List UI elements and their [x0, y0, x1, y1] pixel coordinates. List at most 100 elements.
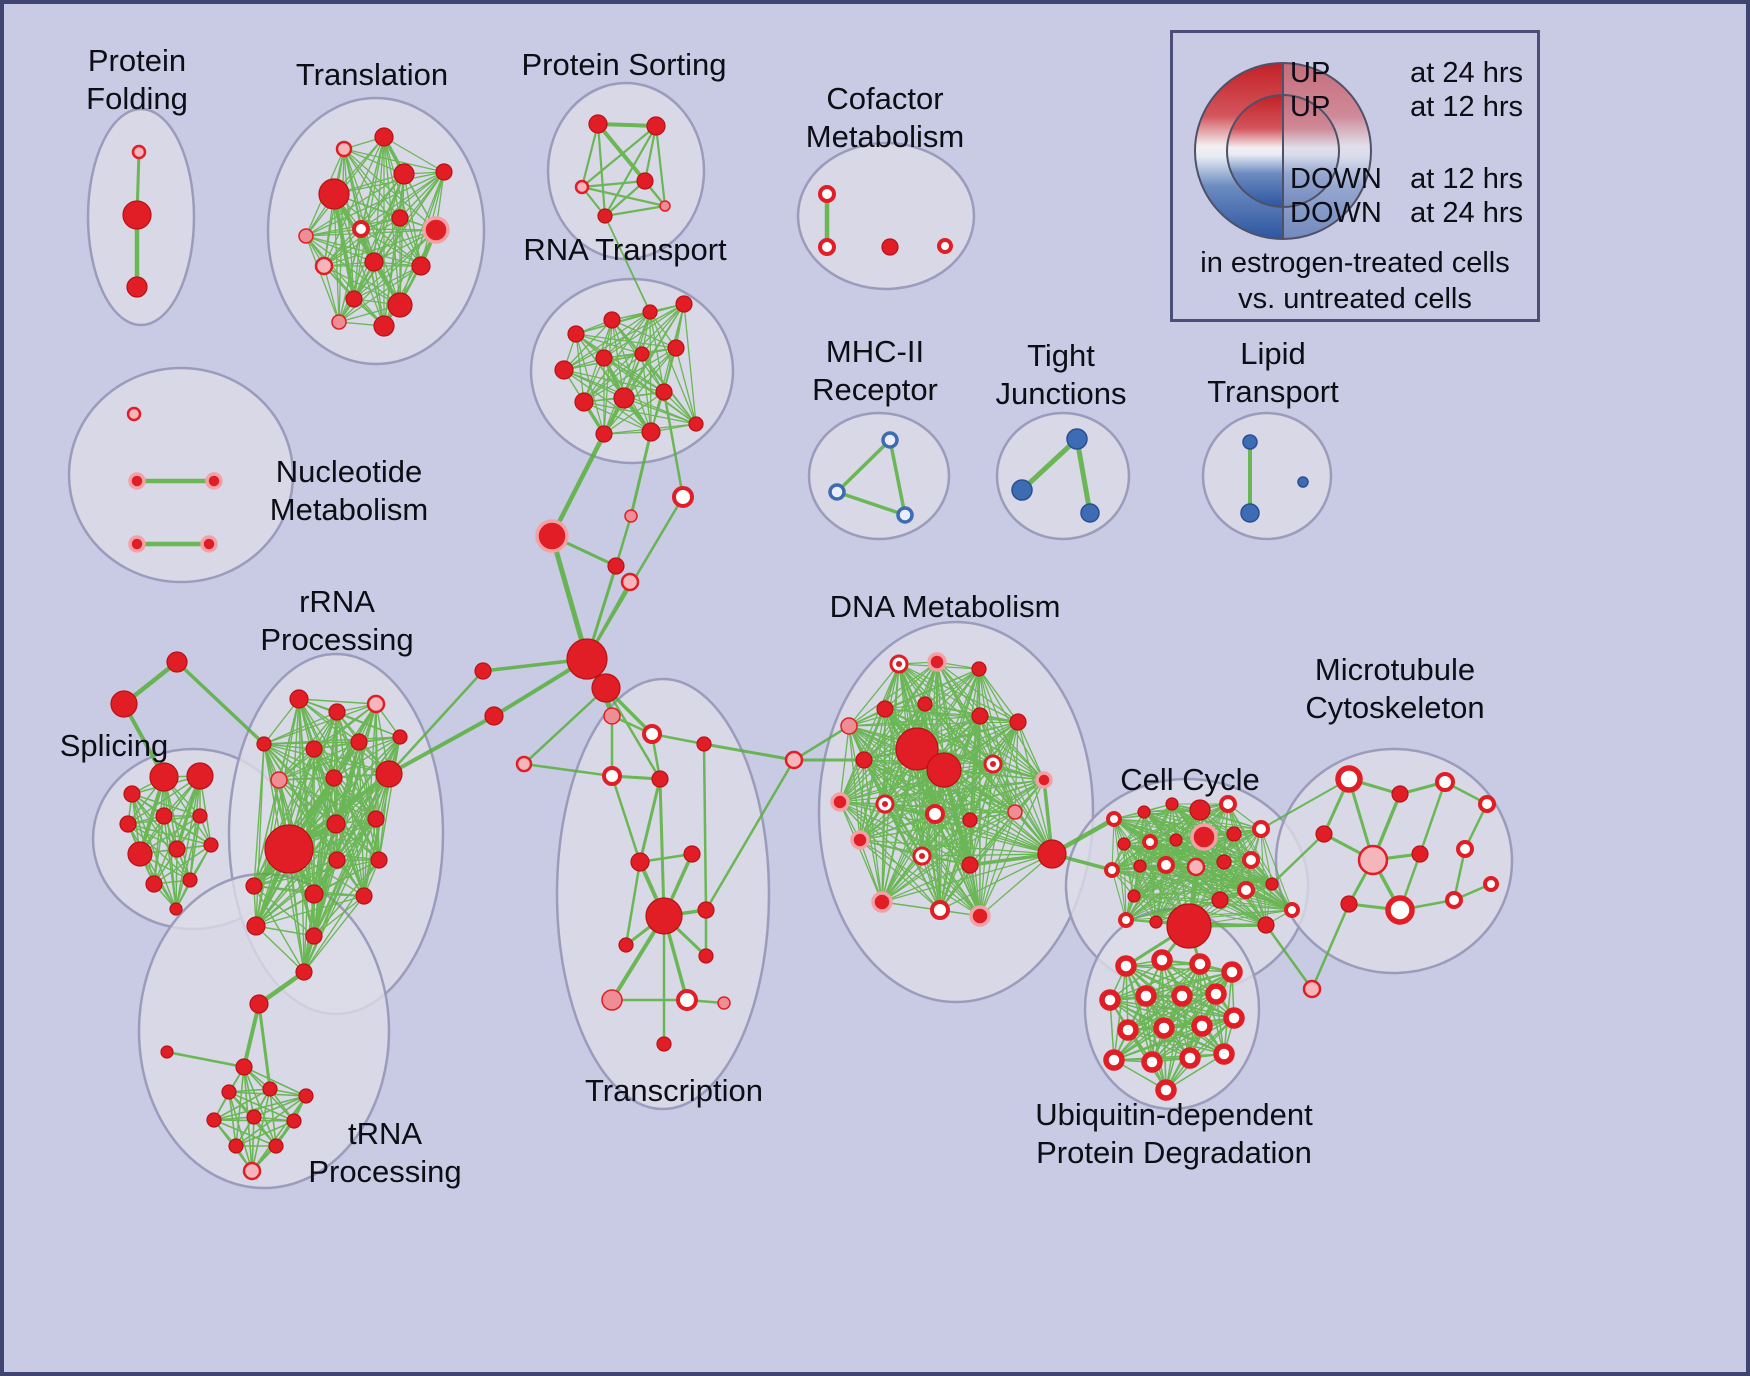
edge	[255, 895, 365, 927]
node-dm24	[969, 905, 991, 927]
node-cc14	[1157, 856, 1175, 874]
edge	[383, 136, 422, 267]
edge	[629, 430, 653, 518]
edge	[583, 401, 697, 425]
node-hb2	[591, 673, 621, 703]
edge	[263, 743, 337, 825]
node-core-dm20	[918, 852, 926, 860]
edge	[702, 742, 796, 762]
edge	[884, 708, 1019, 723]
edge	[305, 235, 422, 267]
edge	[1111, 836, 1205, 871]
node-rr7	[392, 729, 408, 745]
node-mh1	[881, 431, 899, 449]
node-sp11	[182, 872, 198, 888]
edge	[839, 801, 971, 821]
node-tn11	[268, 1138, 284, 1154]
edge	[1165, 1053, 1225, 1091]
edge	[1123, 843, 1127, 921]
edge	[332, 192, 356, 301]
edge	[336, 711, 380, 861]
node-rr5	[305, 740, 323, 758]
edge	[165, 1050, 246, 1069]
node-tc10	[618, 937, 634, 953]
node-hb9	[515, 755, 533, 773]
node-rt1	[567, 325, 585, 343]
edge	[563, 369, 652, 433]
node-mh2	[828, 483, 846, 501]
node-mc11	[1445, 891, 1463, 909]
edge	[839, 779, 1045, 803]
edge	[278, 741, 360, 781]
edge	[255, 773, 390, 927]
legend-row-up-12hrs: UP at 12 hrs	[1290, 91, 1523, 124]
node-tj3	[1080, 503, 1100, 523]
node-nm3	[205, 472, 223, 490]
edge	[596, 122, 647, 183]
node-rt12	[595, 425, 613, 443]
cluster-lipid-transport	[1201, 411, 1333, 541]
edge	[939, 763, 994, 911]
node-cc3	[1165, 797, 1179, 811]
edge	[859, 839, 1053, 855]
node-ub4	[1221, 961, 1243, 983]
node-ps3	[574, 179, 590, 195]
node-rr21	[295, 963, 313, 981]
node-sp3	[186, 762, 214, 790]
edge	[1260, 828, 1293, 911]
edge	[175, 660, 266, 746]
node-mc6	[1357, 844, 1389, 876]
node-sp6	[192, 808, 208, 824]
node-lt3	[1297, 476, 1309, 488]
edge	[263, 743, 377, 820]
edge	[921, 853, 1053, 857]
node-ub2	[1151, 949, 1173, 971]
edge	[939, 769, 945, 911]
edge	[323, 229, 437, 267]
edge	[839, 801, 941, 911]
node-tc14	[717, 996, 731, 1010]
edge	[522, 762, 614, 778]
node-tc11	[698, 948, 714, 964]
node-tn10	[228, 1138, 244, 1154]
edge	[1113, 965, 1127, 1061]
edge	[884, 668, 980, 710]
edge	[623, 397, 697, 425]
edge	[675, 347, 697, 425]
legend-down24-time: at 24 hrs	[1410, 197, 1523, 229]
node-cc24	[1149, 915, 1163, 929]
node-tc2	[642, 724, 662, 744]
node-ub10	[1153, 1017, 1175, 1039]
edge	[1139, 865, 1267, 926]
edge	[884, 803, 923, 857]
node-ub9	[1117, 1019, 1139, 1041]
node-rr13	[367, 810, 385, 828]
node-rt6	[595, 349, 613, 367]
edge	[387, 669, 485, 776]
node-ub7	[1171, 985, 1193, 1007]
edge	[575, 333, 665, 393]
edge	[127, 823, 177, 910]
edge	[333, 736, 401, 779]
edge	[614, 514, 633, 568]
edge	[253, 1095, 307, 1118]
node-cc7	[1142, 834, 1158, 850]
node-core-dm15	[881, 800, 889, 808]
node-sp10	[145, 875, 163, 893]
edge	[1111, 869, 1127, 921]
node-dm17	[962, 812, 978, 828]
node-cc19	[1166, 903, 1212, 949]
edge	[604, 686, 662, 781]
edge	[213, 1095, 307, 1121]
edge	[898, 663, 941, 911]
node-rr6	[350, 733, 368, 751]
node-tn4	[221, 1084, 237, 1100]
node-cc12	[1104, 862, 1120, 878]
node-tl11	[364, 252, 384, 272]
node-rt14	[688, 416, 704, 432]
edge	[1219, 899, 1293, 911]
edge	[603, 204, 667, 218]
node-dm14	[830, 792, 850, 812]
